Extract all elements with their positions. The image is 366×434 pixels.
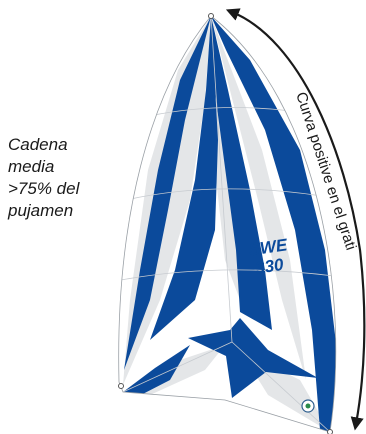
left-note-line-3: >75% del bbox=[8, 179, 80, 198]
class-logo-icon bbox=[301, 399, 315, 413]
blue-stripe-center bbox=[150, 16, 218, 340]
sail bbox=[118, 16, 336, 432]
left-note-line-4: pujamen bbox=[8, 201, 74, 220]
curve-arrow bbox=[225, 8, 366, 431]
left-note-line-2: media bbox=[8, 157, 55, 176]
left-note: Cadena media >75% del pujamen bbox=[8, 134, 118, 222]
head-ring bbox=[208, 13, 214, 19]
left-note-line-1: Cadena bbox=[8, 135, 68, 154]
clew-ring bbox=[327, 429, 333, 434]
tack-ring bbox=[118, 383, 124, 389]
sail-number-line2: 330 bbox=[254, 255, 285, 278]
